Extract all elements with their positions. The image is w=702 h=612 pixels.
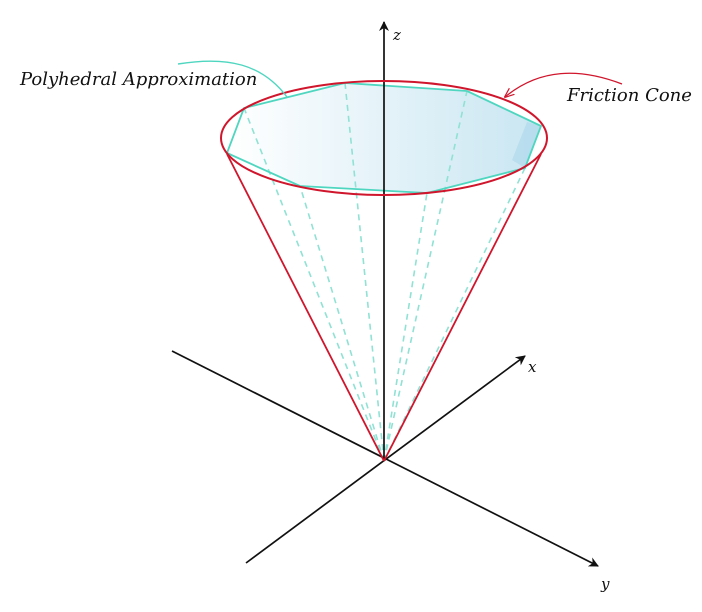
y-axis-label: y xyxy=(600,575,610,593)
friction-cone-sides xyxy=(226,153,542,462)
friction-cone-label: Friction Cone xyxy=(566,85,692,106)
cone-side-right xyxy=(383,153,542,462)
polyhedron-edge xyxy=(243,107,385,462)
polyhedron-edges xyxy=(243,82,526,462)
polyhedron-edge xyxy=(383,192,428,462)
friction-leader-arrow xyxy=(505,72,623,97)
cone-side-left xyxy=(226,153,385,462)
polyhedron-edge xyxy=(299,185,385,462)
x-axis-label: x xyxy=(528,358,537,376)
polyhedron-edge xyxy=(383,90,468,462)
friction-cone-ellipse xyxy=(220,80,548,196)
polyhedral-leader-line xyxy=(177,60,288,98)
polyhedron-outline xyxy=(226,82,542,194)
polyhedron-side-facet xyxy=(512,122,541,168)
polyhedron-edge xyxy=(383,167,526,462)
polyhedral-approximation-label: Polyhedral Approximation xyxy=(19,69,257,90)
z-axis-label: z xyxy=(392,26,401,44)
polyhedron-edge xyxy=(344,82,385,462)
